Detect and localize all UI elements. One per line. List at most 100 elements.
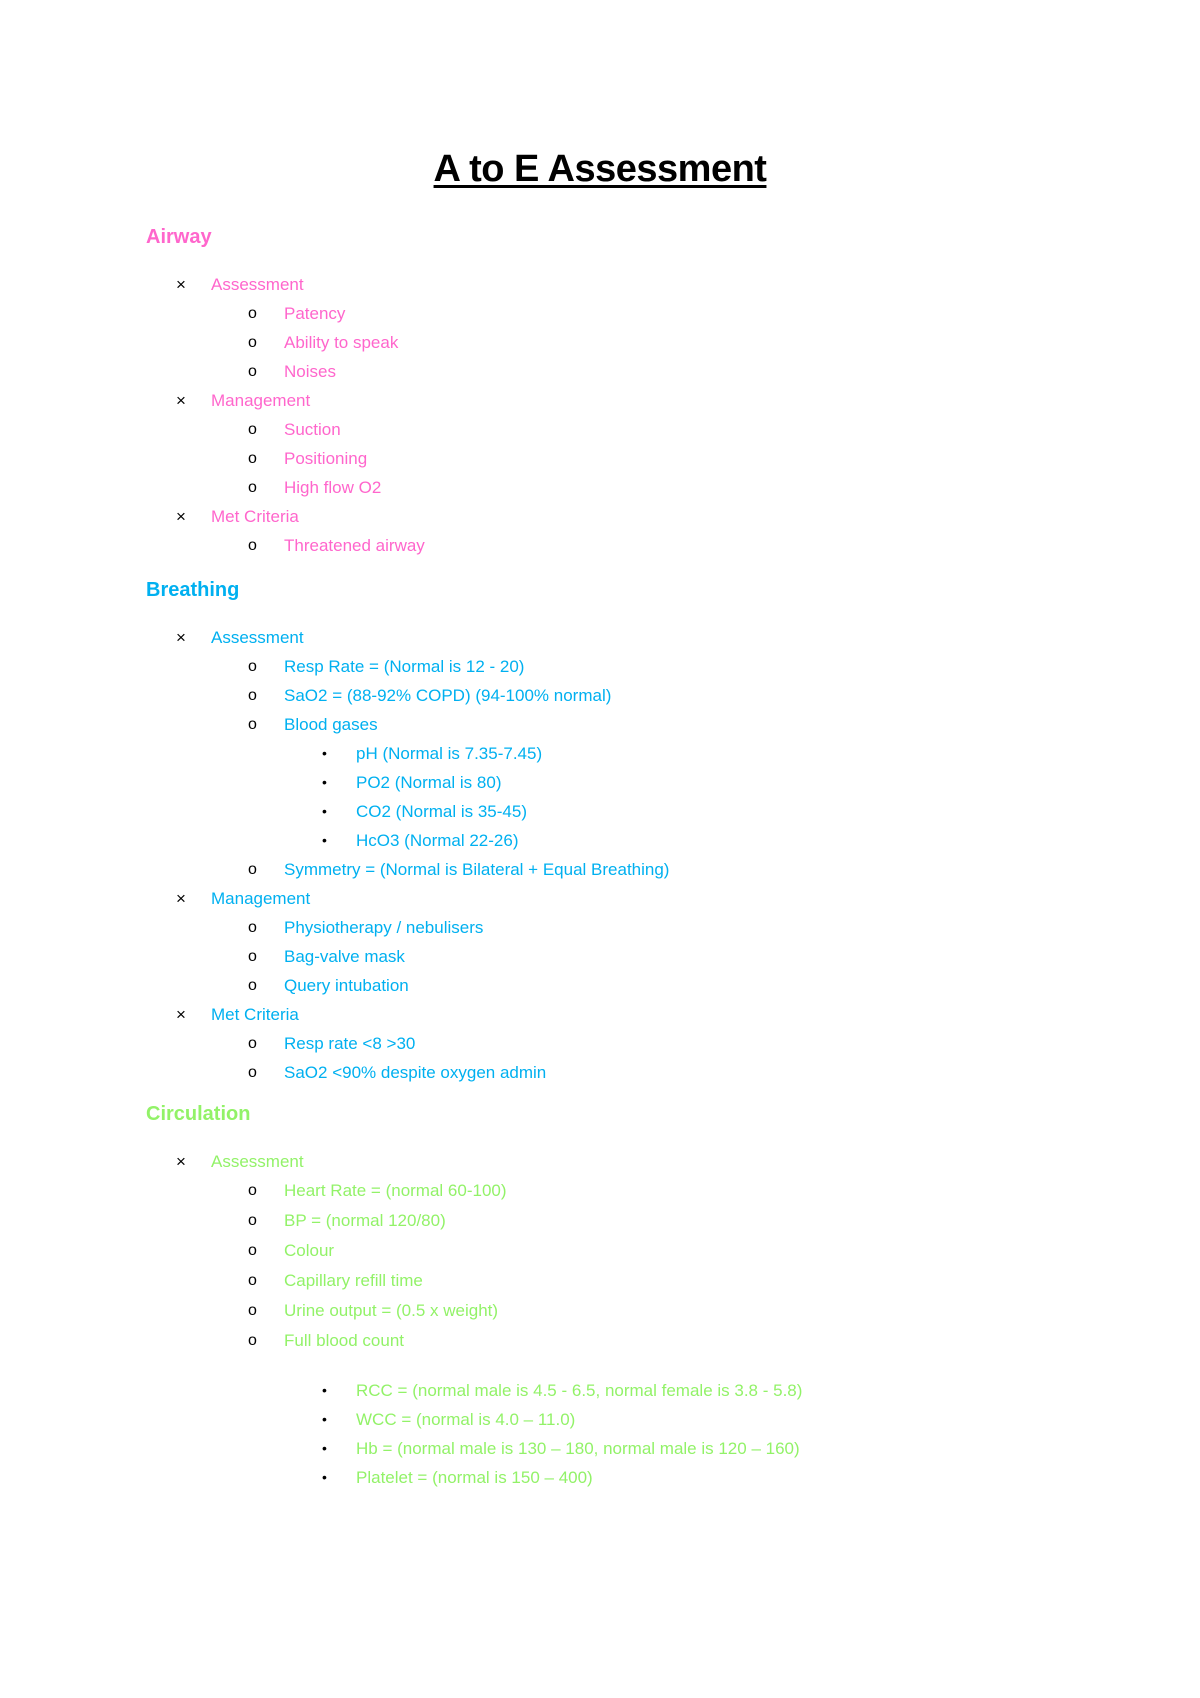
list-item-label: HcO3 (Normal 22-26) <box>356 831 519 850</box>
list-item: • pH (Normal is 7.35-7.45) <box>146 739 1146 768</box>
cross-bullet-icon: × <box>176 1152 186 1171</box>
circle-bullet-icon: o <box>248 305 257 322</box>
list-item-label: Threatened airway <box>284 536 425 555</box>
list-item: • Hb = (normal male is 130 – 180, normal … <box>146 1434 1146 1463</box>
list-item: ×Management <box>146 884 1146 913</box>
list-item: • Platelet = (normal is 150 – 400) <box>146 1463 1146 1492</box>
circle-bullet-icon: o <box>248 977 257 994</box>
list-item-label: Physiotherapy / nebulisers <box>284 918 484 937</box>
list-item: o Ability to speak <box>146 328 1146 357</box>
list-item: • CO2 (Normal is 35-45) <box>146 797 1146 826</box>
cross-bullet-icon: × <box>176 628 186 647</box>
list-item-label: CO2 (Normal is 35-45) <box>356 802 527 821</box>
list-item-label: Assessment <box>211 1152 304 1171</box>
circle-bullet-icon: o <box>248 1035 257 1052</box>
circle-bullet-icon: o <box>248 334 257 351</box>
cross-bullet-icon: × <box>176 275 186 294</box>
list-item-label: BP = (normal 120/80) <box>284 1211 446 1230</box>
bullet-icon: • <box>322 745 327 761</box>
bullet-icon: • <box>322 803 327 819</box>
list-item: o Symmetry = (Normal is Bilateral + Equal… <box>146 855 1146 884</box>
list-item-label: Ability to speak <box>284 333 399 352</box>
circle-bullet-icon: o <box>248 861 257 878</box>
list-item: × Met Criteria <box>146 502 1146 531</box>
list-item: o Patency <box>146 299 1146 328</box>
list-item-label: Heart Rate = (normal 60-100) <box>284 1181 507 1200</box>
list-item-label: Colour <box>284 1241 335 1260</box>
circle-bullet-icon: o <box>248 1212 257 1229</box>
list-item-label: WCC = (normal is 4.0 – 11.0) <box>356 1410 576 1429</box>
list-item-label: Platelet = (normal is 150 – 400) <box>356 1468 593 1487</box>
cross-bullet-icon: × <box>176 391 186 410</box>
list-item-label: Resp rate <8 >30 <box>284 1034 416 1053</box>
cross-bullet-icon: × <box>176 1005 186 1024</box>
circle-bullet-icon: o <box>248 1302 257 1319</box>
list-item-label: Assessment <box>211 275 304 294</box>
section-breathing: Breathing × Assessment o Resp Rate = (Norm… <box>146 577 1146 1087</box>
list-item: × Assessment <box>146 623 1146 652</box>
list-item-label: SaO2 = (88-92% COPD) (94-100% normal) <box>284 686 612 705</box>
list-item: o Blood gases <box>146 710 1146 739</box>
section-heading-breathing: Breathing <box>146 579 240 601</box>
bullet-icon: • <box>322 774 327 790</box>
list-item-label: Urine output = (0.5 x weight) <box>284 1301 499 1320</box>
list-item-label: Capillary refill time <box>284 1271 423 1290</box>
circle-bullet-icon: o <box>248 479 257 496</box>
section-heading-circulation: Circulation <box>146 1103 251 1125</box>
circle-bullet-icon: o <box>248 716 257 733</box>
list-item: •WCC = (normal is 4.0 – 11.0) <box>146 1405 1146 1434</box>
list-item-label: Query intubation <box>284 976 409 995</box>
list-item: × Met Criteria <box>146 1000 1146 1029</box>
list-item-label: Management <box>211 889 311 908</box>
list-item: •PO2 (Normal is 80) <box>146 768 1146 797</box>
circle-bullet-icon: o <box>248 363 257 380</box>
list-item: • HcO3 (Normal 22-26) <box>146 826 1146 855</box>
list-item-label: Blood gases <box>284 715 378 734</box>
list-item: o Suction <box>146 415 1146 444</box>
circle-bullet-icon: o <box>248 687 257 704</box>
list-item: o Threatened airway <box>146 531 1146 560</box>
list-item-label: Resp Rate = (Normal is 12 - 20) <box>284 657 525 676</box>
list-item: o High flow O2 <box>146 473 1146 502</box>
list-item: o Heart Rate = (normal 60-100) <box>146 1176 1146 1206</box>
list-item: × Assessment <box>146 270 1146 299</box>
circle-bullet-icon: o <box>248 1182 257 1199</box>
circle-bullet-icon: o <box>248 948 257 965</box>
list-item-label: Positioning <box>284 449 368 468</box>
list-item-label: Patency <box>284 304 346 323</box>
list-item: o Resp rate <8 >30 <box>146 1029 1146 1058</box>
list-item: o Urine output = (0.5 x weight) <box>146 1296 1146 1326</box>
cross-bullet-icon: × <box>176 507 186 526</box>
list-item-label: Noises <box>284 362 336 381</box>
list-item-label: pH (Normal is 7.35-7.45) <box>356 744 543 763</box>
list-item: o BP = (normal 120/80) <box>146 1206 1146 1236</box>
circle-bullet-icon: o <box>248 1064 257 1081</box>
list-item-label: Assessment <box>211 628 304 647</box>
bullet-icon: • <box>322 1382 327 1398</box>
circle-bullet-icon: o <box>248 450 257 467</box>
list-item: o SaO2 = (88-92% COPD) (94-100% normal) <box>146 681 1146 710</box>
list-item: o Query intubation <box>146 971 1146 1000</box>
list-item-label: Met Criteria <box>211 507 299 526</box>
list-item-label: RCC = (normal male is 4.5 - 6.5, normal … <box>356 1381 803 1400</box>
list-item-label: Symmetry = (Normal is Bilateral + Equal … <box>284 860 670 879</box>
bullet-icon: • <box>322 832 327 848</box>
list-item-label: High flow O2 <box>284 478 382 497</box>
list-item: • RCC = (normal male is 4.5 - 6.5, normal… <box>146 1376 1146 1405</box>
list-item-label: Met Criteria <box>211 1005 299 1024</box>
list-item: × Assessment <box>146 1147 1146 1176</box>
bullet-icon: • <box>322 1440 327 1456</box>
list-item-label: Suction <box>284 420 341 439</box>
list-item-label: Hb = (normal male is 130 – 180, normal m… <box>356 1439 800 1458</box>
bullet-icon: • <box>322 1469 327 1485</box>
circle-bullet-icon: o <box>248 919 257 936</box>
list-item-label: Management <box>211 391 311 410</box>
circle-bullet-icon: o <box>248 421 257 438</box>
circle-bullet-icon: o <box>248 537 257 554</box>
